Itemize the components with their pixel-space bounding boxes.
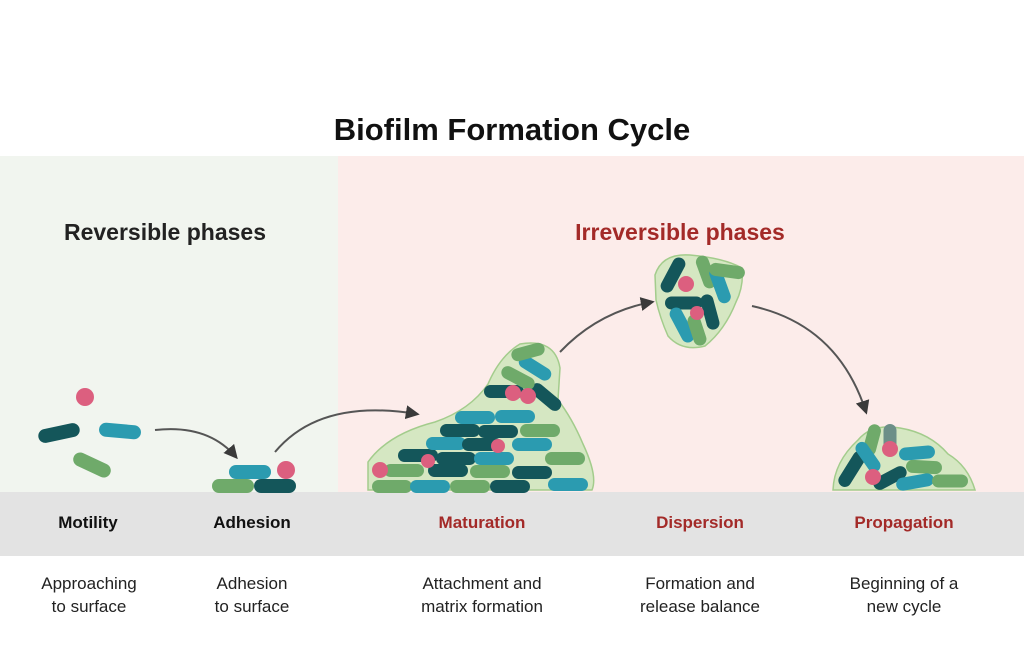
arrow-dispersion-to-propagation	[751, 305, 870, 415]
description-line: release balance	[639, 597, 761, 616]
adhesion-bacteria	[212, 461, 296, 493]
stage-dispersion-description: Formation and release balance	[605, 572, 795, 618]
motility-bacteria	[38, 388, 141, 478]
propagation-cluster	[832, 424, 977, 491]
description-line: Adhesion	[216, 574, 288, 593]
stage-motility-label: Motility	[58, 513, 118, 532]
description-line: Formation and	[645, 574, 755, 593]
dispersion-cluster	[654, 254, 745, 349]
arrow-maturation-to-dispersion	[559, 297, 655, 353]
stage-propagation-description: Beginning of a new cycle	[809, 572, 999, 618]
description-line: Attachment and	[422, 574, 542, 593]
irreversible-phases-heading: Irreversible phases	[575, 219, 785, 245]
description-line: Beginning of a	[849, 574, 959, 593]
surface-band	[0, 492, 1024, 556]
description-line: matrix formation	[421, 597, 543, 616]
stage-dispersion-label: Dispersion	[656, 513, 744, 532]
diagram-title: Biofilm Formation Cycle	[333, 112, 691, 147]
stage-adhesion-label: Adhesion	[213, 513, 291, 532]
description-line: to surface	[214, 597, 290, 616]
stage-maturation-label: Maturation	[438, 513, 526, 532]
stage-adhesion-description: Adhesion to surface	[157, 572, 347, 618]
description-line: Approaching	[41, 574, 137, 593]
maturation-biofilm	[367, 342, 595, 493]
reversible-phases-heading: Reversible phases	[63, 219, 266, 245]
arrow-motility-to-adhesion	[154, 428, 238, 460]
arrow-adhesion-to-maturation	[274, 405, 420, 453]
description-line: to surface	[51, 597, 127, 616]
stage-motility-description: Approaching to surface	[0, 572, 184, 618]
stage-propagation-label: Propagation	[854, 513, 954, 532]
stage-maturation-description: Attachment and matrix formation	[387, 572, 577, 618]
description-line: new cycle	[866, 597, 942, 616]
